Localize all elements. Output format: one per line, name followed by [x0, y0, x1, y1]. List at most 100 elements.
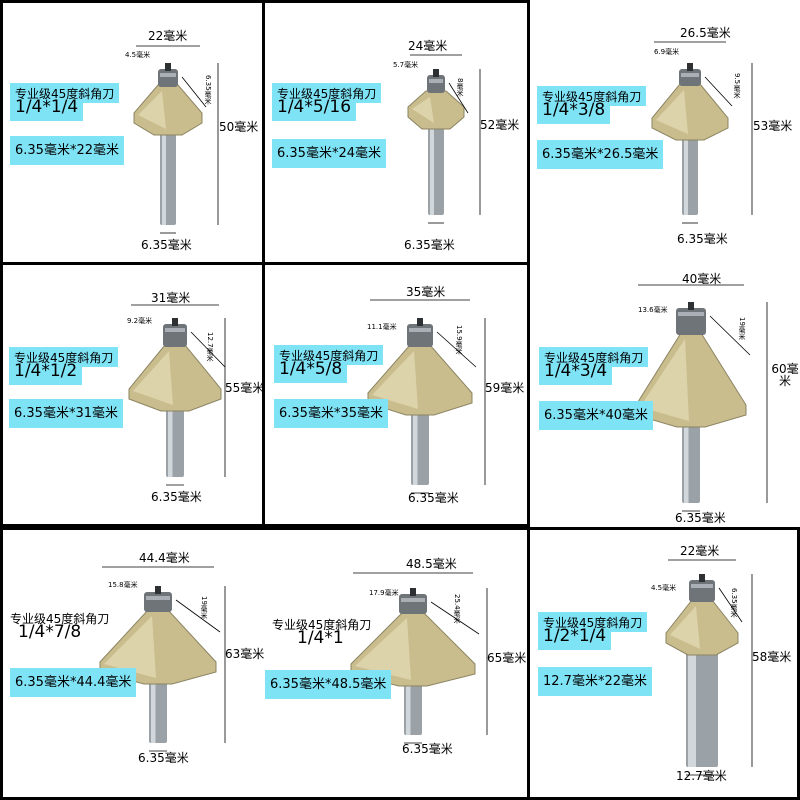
bit-bearing-ring — [681, 73, 699, 77]
product-spec-label: 6.35毫米*35毫米 — [274, 399, 388, 428]
bit-screw — [433, 69, 439, 77]
bit-cutter — [133, 84, 203, 136]
dimension-shank: 6.35毫米 — [677, 232, 728, 246]
bit-bearing-ring — [429, 79, 443, 83]
dimension-length: 53毫米 — [753, 119, 793, 133]
dimension-bearing: 5.7毫米 — [393, 61, 419, 69]
dimension-length: 55毫米 — [225, 381, 262, 395]
dimension-cut: 15.9毫米 — [455, 325, 463, 355]
bit-cutter-highlight — [104, 616, 156, 678]
product-title-label: 专业级45度斜角刀 — [274, 345, 384, 365]
product-size-label: 1/4*1/2 — [9, 363, 83, 385]
router-bit-drawing — [635, 284, 768, 512]
product-panel: 专业级45度斜角刀 1/4*1/2 6.35毫米*31毫米 31毫米 9.2毫米… — [3, 265, 262, 524]
product-panel: 专业级45度斜角刀 1/4*1/4 6.35毫米*22毫米 22毫米 4.5毫米… — [3, 3, 262, 262]
dimension-line-cut — [436, 331, 477, 368]
product-panel: 专业级45度斜角刀 1/4*3/8 6.35毫米*26.5毫米 26.5毫米 6… — [530, 0, 800, 262]
dimension-bearing: 15.8毫米 — [108, 581, 138, 589]
bit-cutter-highlight — [412, 97, 434, 123]
bit-shank-highlight — [684, 423, 689, 503]
product-spec-label: 6.35毫米*44.4毫米 — [10, 668, 137, 697]
product-spec-label: 6.35毫米*26.5毫米 — [537, 140, 664, 169]
dimension-line-cut — [718, 587, 743, 623]
dimension-cut: 19毫米 — [738, 317, 746, 340]
bit-bearing-ring — [160, 73, 176, 77]
product-size-label: 1/4*1 — [297, 628, 344, 648]
bit-cutter — [407, 90, 465, 130]
product-title-label: 专业级45度斜角刀 — [539, 347, 649, 367]
dimension-shank: 6.35毫米 — [138, 751, 189, 765]
dimension-width: 31毫米 — [151, 291, 191, 305]
dimension-bearing: 9.2毫米 — [127, 317, 153, 325]
product-title-label: 专业级45度斜角刀 — [10, 83, 120, 103]
product-size-label: 1/4*7/8 — [18, 622, 82, 642]
bit-cutter — [651, 83, 729, 141]
router-bit-drawing — [350, 572, 488, 744]
bit-bearing — [144, 592, 172, 612]
product-size-label: 1/4*3/4 — [539, 363, 613, 385]
dimension-length: 58毫米 — [752, 650, 792, 664]
product-size-label: 1/2*1/4 — [538, 628, 612, 650]
product-spec-label: 12.7毫米*22毫米 — [538, 667, 652, 696]
bit-bearing-ring — [401, 598, 425, 602]
bit-screw — [687, 63, 693, 71]
dimension-cut: 8毫米 — [456, 78, 464, 97]
bit-shank-highlight — [168, 407, 173, 477]
dimension-cut: 9.5毫米 — [733, 73, 741, 99]
dimension-cut: 25.4毫米 — [453, 594, 461, 624]
product-title-label: 专业级45度斜角刀 — [9, 347, 119, 367]
router-bit-drawing — [99, 566, 226, 752]
dimension-width: 22毫米 — [680, 544, 720, 558]
dimension-bearing: 6.9毫米 — [654, 48, 680, 56]
bit-bearing-ring — [691, 584, 713, 588]
dimension-line-cut — [430, 601, 480, 635]
dimension-bearing: 17.9毫米 — [369, 589, 399, 597]
frame-bottom-right — [527, 527, 800, 800]
bit-screw — [155, 586, 161, 594]
bit-shank-highlight — [413, 411, 418, 485]
bit-screw — [699, 574, 705, 582]
bit-bearing — [163, 324, 187, 347]
dimension-length: 52毫米 — [480, 118, 520, 132]
router-bit-drawing — [133, 45, 219, 234]
bit-shank-highlight — [162, 131, 166, 225]
bit-shank-highlight — [684, 136, 688, 215]
dimension-cut: 6.35毫米 — [204, 75, 212, 105]
dimension-length: 60毫米 — [771, 362, 799, 388]
dimension-cut: 12.7毫米 — [206, 332, 214, 362]
dimension-width: 40毫米 — [682, 272, 722, 286]
dimension-shank: 6.35毫米 — [141, 238, 192, 252]
bit-bearing — [427, 75, 445, 93]
router-bit-drawing — [651, 41, 753, 224]
bit-cutter-highlight — [656, 90, 688, 134]
dimension-cut: 19毫米 — [200, 596, 208, 619]
bit-shank-highlight — [151, 680, 156, 743]
bit-cutter-highlight — [670, 606, 700, 649]
dimension-line-cut — [704, 76, 733, 107]
dimension-width: 44.4毫米 — [139, 551, 190, 565]
bit-shank-highlight — [688, 651, 696, 767]
router-bit-drawing — [665, 559, 753, 776]
dimension-bearing: 4.5毫米 — [651, 584, 677, 592]
dimension-length: 65毫米 — [487, 651, 527, 665]
dimension-width: 26.5毫米 — [680, 26, 731, 40]
dimension-width: 22毫米 — [148, 29, 188, 43]
dimension-bearing: 11.1毫米 — [367, 323, 397, 331]
bit-cutter-highlight — [355, 618, 411, 680]
bit-screw — [165, 63, 171, 71]
product-spec-label: 6.35毫米*48.5毫米 — [265, 670, 392, 699]
router-bit-drawing — [128, 304, 226, 486]
dimension-cut: 6.35毫米 — [730, 588, 738, 618]
bit-screw — [688, 302, 694, 310]
product-title-label: 专业级45度斜角刀 — [538, 612, 648, 632]
bit-bearing-ring — [146, 596, 170, 600]
dimension-shank: 6.35毫米 — [151, 490, 202, 504]
product-size-label: 1/4*1/4 — [10, 99, 84, 121]
dimension-line-cut — [709, 315, 751, 356]
bit-cutter-highlight — [138, 91, 166, 129]
product-panel: 专业级45度斜角刀 1/4*7/8 6.35毫米*44.4毫米 44.4毫米 1… — [3, 530, 265, 797]
bit-bearing — [679, 69, 701, 86]
bit-screw — [172, 318, 178, 326]
product-panel: 专业级45度斜角刀 1/2*1/4 12.7毫米*22毫米 22毫米 4.5毫米… — [530, 530, 797, 797]
bit-screw — [410, 588, 416, 596]
